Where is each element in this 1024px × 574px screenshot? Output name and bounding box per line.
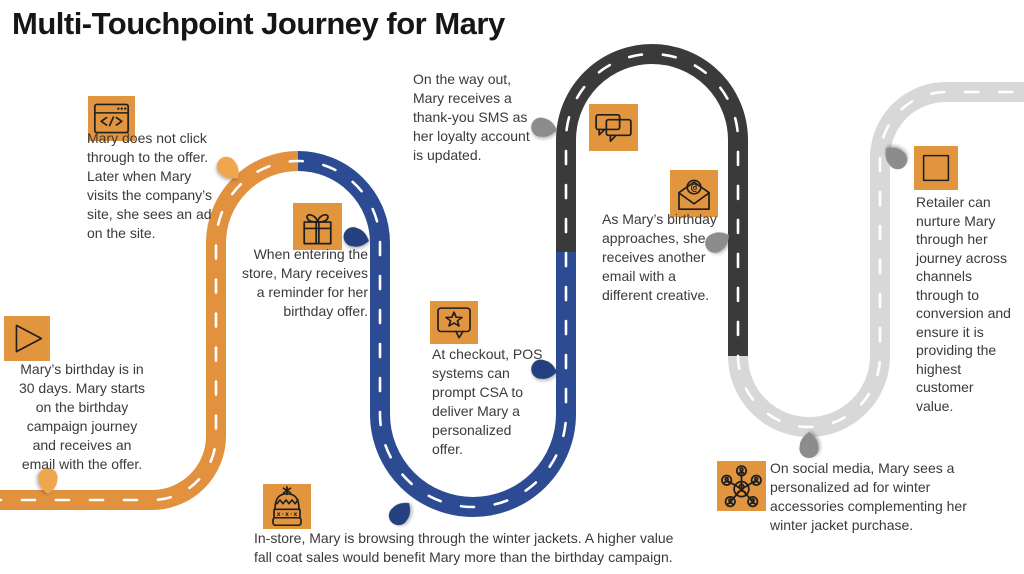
- touchpoint-text-in-store-browsing: In-store, Mary is browsing through the w…: [254, 530, 674, 565]
- play-icon: [4, 316, 50, 361]
- touchpoint-text-site-ad: Mary does not click through to the offer…: [87, 130, 213, 241]
- gift-icon: [293, 203, 342, 250]
- svg-text:@: @: [691, 183, 697, 194]
- pin-thank-you-sms: [531, 117, 557, 137]
- social-network-icon: [717, 461, 766, 511]
- page-title: Multi-Touchpoint Journey for Mary: [12, 6, 505, 41]
- pin-birthday-email: [705, 232, 729, 253]
- touchpoint-text-social-ad: On social media, Mary sees a personalize…: [770, 460, 967, 533]
- pin-site-ad: [216, 156, 239, 179]
- svg-text:x·x·x: x·x·x: [276, 510, 297, 518]
- chat-bubbles-icon: [589, 104, 638, 151]
- touchpoint-text-thank-you-sms: On the way out, Mary receives a thank-yo…: [413, 71, 530, 163]
- touchpoint-text-checkout-offer: At checkout, POS systems can prompt CSA …: [432, 346, 543, 457]
- road-segment-dark: [556, 44, 748, 356]
- pin-email-offer: [38, 467, 58, 494]
- touchpoint-text-retailer-nurture: Retailer can nurture Mary through her jo…: [916, 194, 1011, 414]
- pin-retailer-nurture: [885, 147, 908, 170]
- beanie-icon: x·x·x: [263, 484, 311, 529]
- pin-checkout-offer: [531, 359, 557, 379]
- star-bubble-icon: [430, 301, 478, 344]
- browser-code-icon: [88, 96, 135, 141]
- open-email-icon: @: [670, 170, 718, 217]
- touchpoint-text-birthday-email: As Mary’s birthday approaches, she recei…: [602, 211, 717, 303]
- pin-store-reminder: [343, 227, 369, 247]
- road-center-dashes: [0, 52, 1024, 509]
- touchpoint-text-store-reminder: When entering the store, Mary receives a…: [241, 246, 368, 319]
- pin-social-ad: [799, 432, 819, 459]
- touchpoint-text-email-offer: Mary’s birthday is in 30 days. Mary star…: [18, 361, 146, 472]
- square-icon: [914, 146, 958, 190]
- pin-in-store-browsing: [388, 502, 411, 526]
